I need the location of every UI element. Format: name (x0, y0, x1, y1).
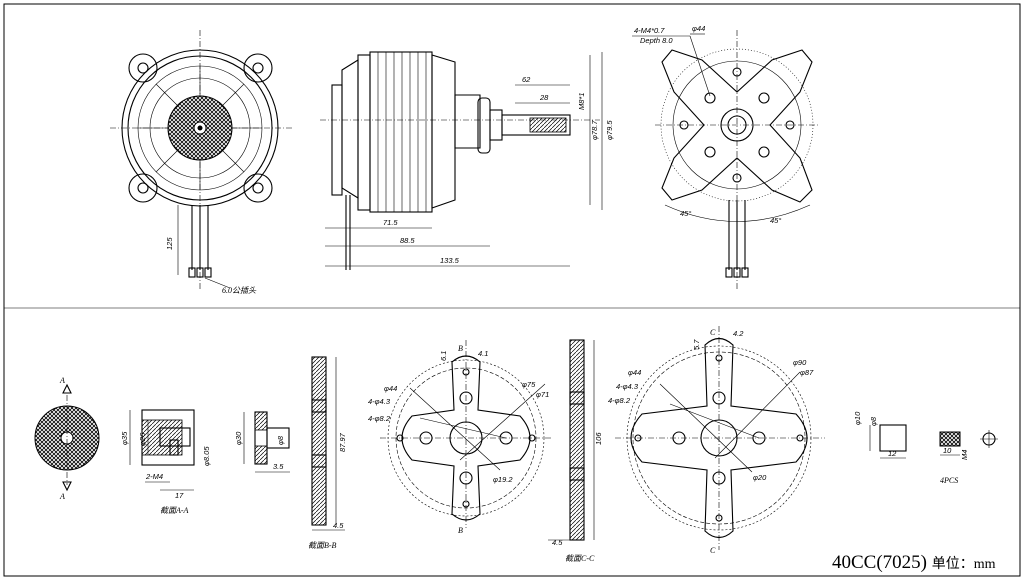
section-a-profile: φ35 φ26 φ8.05 2-M4 17 截面A-A (120, 409, 211, 515)
sc-4-2: 4.2 (733, 329, 744, 338)
section-c-profile: 106 4.5 截面C-C (548, 339, 603, 563)
sb-4-5: 4.5 (333, 521, 344, 530)
pin-phi10: φ10 (853, 411, 862, 425)
sb-4-1: 4.1 (478, 349, 488, 358)
pin-10: 10 (943, 446, 952, 455)
drawing-frame (3, 3, 1021, 577)
collar-phi30: φ30 (234, 431, 243, 445)
sa-17: 17 (175, 491, 184, 500)
sb-mark-top: B (458, 344, 463, 353)
sc-phi44: φ44 (628, 368, 641, 377)
collar-view: φ30 φ8 3.5 (234, 411, 290, 473)
pins-view: φ10 φ8 12 10 M4 4PCS (853, 411, 998, 485)
dim-62: 62 (522, 75, 531, 84)
dim-28: 28 (539, 93, 549, 102)
sb-phi19-2: φ19.2 (493, 475, 513, 484)
sc-phi4-3: 4-φ4.3 (616, 382, 639, 391)
side-view: 62 28 M8*1 φ78.7 φ79.5 71.5 88.5 133.5 (320, 51, 614, 270)
unit-label: 单位：mm (931, 557, 996, 572)
section-a-view: A A (34, 376, 100, 501)
sb-87: 87.97 (338, 432, 347, 452)
pin-12: 12 (888, 449, 897, 458)
model-name: 40CC(7025) (832, 552, 927, 573)
pin-m4: M4 (960, 450, 969, 460)
mount-phi44: φ44 (692, 24, 705, 33)
section-b-profile: 87.97 4.5 截面B-B (308, 356, 347, 550)
collar-phi8: φ8 (276, 435, 285, 445)
sc-5-7: 5.7 (692, 339, 701, 350)
connector-note: 6.0公插头 (222, 286, 257, 295)
mount-view: 45° 45° 4-M4*0.7 Depth 8.0 φ44 (632, 24, 820, 290)
collar-3-5: 3.5 (273, 462, 284, 471)
pin-count: 4PCS (940, 476, 958, 485)
sc-phi20: φ20 (753, 473, 767, 482)
dim-m8: M8*1 (577, 92, 586, 110)
thread-label: 4-M4*0.7 (634, 26, 665, 35)
sc-mark-bottom: C (710, 546, 716, 555)
section-b-plate: B B 6.1 4.1 φ44 4-φ4.3 4-φ8.2 φ75 φ71 φ1… (368, 340, 552, 535)
section-c-plate: C C 5.7 4.2 φ44 4-φ4.3 4-φ8.2 φ90 φ87 φ2… (608, 326, 825, 555)
section-mark-a-bottom: A (59, 492, 65, 501)
section-mark-a-top: A (59, 376, 65, 385)
angle-right: 45° (770, 216, 781, 225)
sb-phi4-3: 4-φ4.3 (368, 397, 391, 406)
sb-mark-bottom: B (458, 526, 463, 535)
dim-133-5: 133.5 (440, 256, 460, 265)
dim-phi79-5: φ79.5 (605, 120, 614, 140)
depth-label: Depth 8.0 (640, 36, 673, 45)
sc-4-5: 4.5 (552, 538, 563, 547)
sb-6-1: 6.1 (439, 351, 448, 361)
sa-phi26: φ26 (138, 432, 147, 446)
sc-phi87: φ87 (800, 368, 814, 377)
sc-mark-top: C (710, 328, 716, 337)
sc-phi8-2: 4-φ8.2 (608, 396, 631, 405)
sa-m4: 2-M4 (145, 472, 163, 481)
section-b-label: 截面B-B (308, 541, 337, 550)
front-view: 125 6.0公插头 (110, 30, 292, 295)
cable-length-dim: 125 (165, 237, 174, 250)
section-c-label: 截面C-C (565, 554, 595, 563)
sb-phi75: φ75 (522, 380, 536, 389)
angle-left: 45° (680, 209, 691, 218)
sb-phi8-2: 4-φ8.2 (368, 414, 391, 423)
drawing-title: 40CC(7025) 单位：mm (832, 552, 996, 574)
sc-106: 106 (594, 432, 603, 445)
sc-phi90: φ90 (793, 358, 807, 367)
dim-phi78-7: φ78.7 (590, 120, 599, 140)
sb-phi44: φ44 (384, 384, 397, 393)
dim-88-5: 88.5 (400, 236, 415, 245)
sa-phi35: φ35 (120, 431, 129, 445)
section-a-label: 截面A-A (160, 506, 189, 515)
sb-phi71: φ71 (536, 390, 549, 399)
dim-71-5: 71.5 (383, 218, 398, 227)
pin-phi8: φ8 (869, 416, 878, 426)
sa-phi8: φ8.05 (202, 446, 211, 466)
